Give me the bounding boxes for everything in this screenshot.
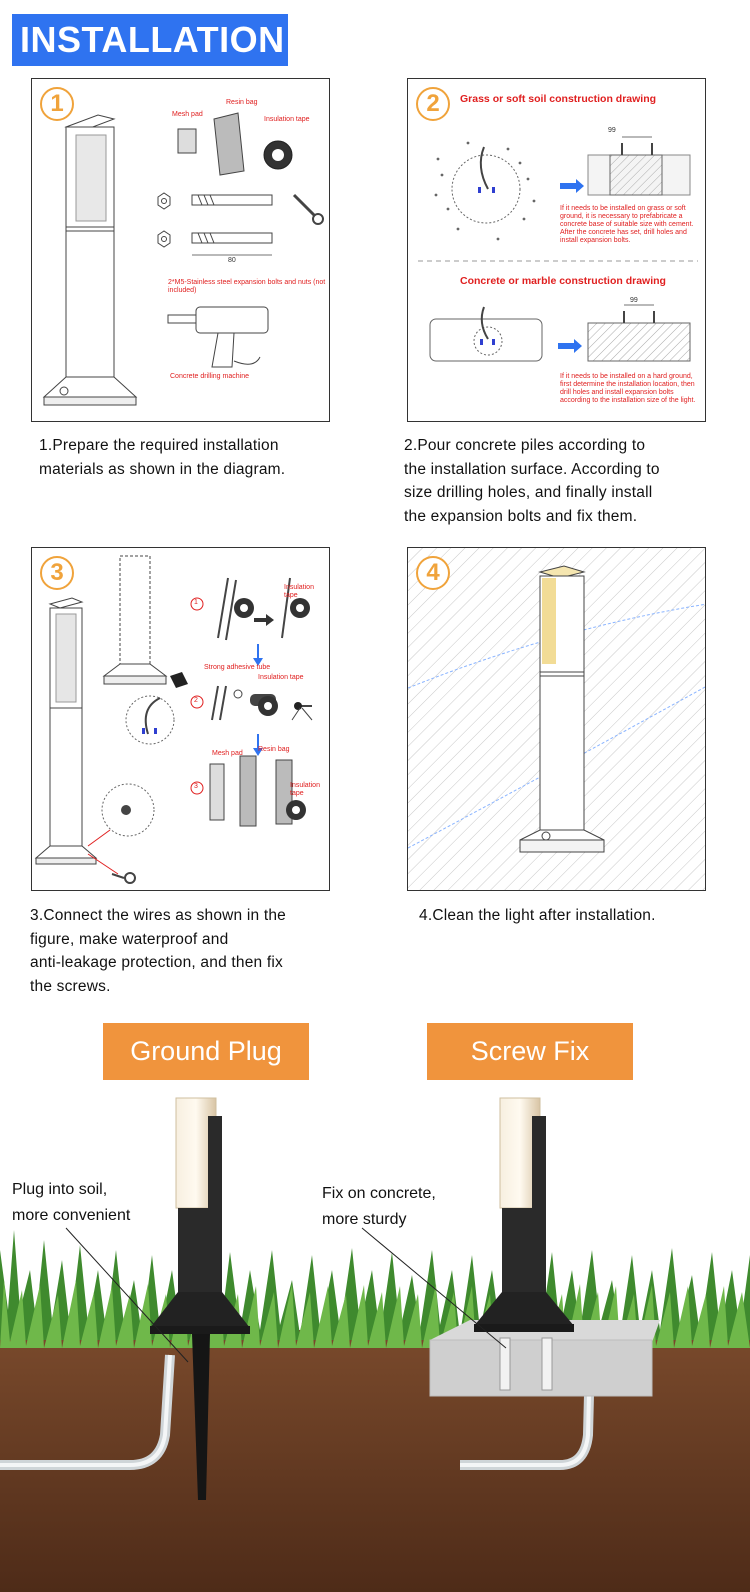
caption-line: figure, make waterproof and	[30, 930, 229, 948]
label-insulation-tape-2: Insulation tape	[258, 674, 304, 681]
label-mesh-pad: Mesh pad	[212, 750, 243, 757]
step-4-caption: 4.Clean the light after installation.	[419, 904, 739, 928]
step-3-illustration	[34, 555, 313, 884]
step-1-illustration	[42, 112, 324, 406]
soft-size-label: 99	[608, 127, 616, 134]
caption-line: the expansion bolts and fix them.	[404, 507, 638, 525]
label-mesh-pad: Mesh pad	[172, 111, 203, 118]
caption-line: 1.Prepare the required installation	[39, 437, 279, 454]
step-2-caption: 2.Pour concrete piles according to the i…	[404, 434, 744, 528]
caption-line: 3.Connect the wires as shown in the	[30, 907, 286, 924]
step-3-number: 3	[40, 556, 74, 590]
step-2-panel: 2 Grass or soft soil construction drawin…	[407, 78, 706, 422]
step-1-caption: 1.Prepare the required installation mate…	[39, 434, 339, 481]
step-1-panel: 1 Mesh pad Resin bag	[31, 78, 330, 422]
ground-plug-label: Ground Plug	[103, 1023, 309, 1080]
label-bolts-note: 2*M5-Stainless steel expansion bolts and…	[168, 279, 326, 294]
label-resin-bag: Resin bag	[258, 746, 290, 753]
sub-step-3: 3	[194, 783, 198, 790]
caption-line: 4.Clean the light after installation.	[419, 907, 656, 924]
sub-step-2: 2	[194, 697, 198, 704]
caption-line: size drilling holes, and finally install	[404, 484, 653, 501]
note-line: more convenient	[12, 1207, 131, 1224]
step-3-panel: 3	[31, 547, 330, 891]
screw-fix-note: Fix on concrete, more sturdy	[322, 1181, 436, 1233]
label-insulation-tape-3: Insulation tape	[290, 782, 320, 797]
caption-line: anti-leakage protection, and then fix	[30, 954, 283, 971]
soft-soil-title: Grass or soft soil construction drawing	[460, 93, 657, 105]
label-drill: Concrete drilling machine	[170, 373, 249, 380]
caption-line: the screws.	[30, 977, 111, 995]
step-3-caption: 3.Connect the wires as shown in the figu…	[30, 904, 350, 998]
label-resin-bag: Resin bag	[226, 99, 258, 106]
screw-fix-label: Screw Fix	[427, 1023, 633, 1080]
note-line: more sturdy	[322, 1211, 407, 1228]
caption-line: the installation surface. According to	[404, 460, 660, 478]
label-insulation-tape: Insulation tape	[264, 116, 310, 123]
label-bolt-size: 80	[228, 257, 236, 264]
page-title: INSTALLATION	[12, 14, 288, 66]
note-line: Fix on concrete,	[322, 1185, 436, 1202]
label-insulation-tape-1: Insulation tape	[284, 584, 314, 599]
ground-plug-note: Plug into soil, more convenient	[12, 1177, 130, 1229]
step-4-illustration	[408, 548, 705, 890]
hard-size-label: 99	[630, 297, 638, 304]
step-4-panel: 4	[407, 547, 706, 891]
caption-line: materials as shown in the diagram.	[39, 460, 286, 478]
label-adhesive-tube: Strong adhesive tube	[204, 664, 271, 671]
step-4-number: 4	[416, 556, 450, 590]
caption-line: 2.Pour concrete piles according to	[404, 437, 646, 454]
step-1-number: 1	[40, 87, 74, 121]
step-2-number: 2	[416, 87, 450, 121]
concrete-note: If it needs to be installed on a hard gr…	[560, 373, 696, 404]
step-2-illustration	[418, 136, 698, 362]
note-line: Plug into soil,	[12, 1181, 108, 1198]
methods-illustration	[0, 1097, 750, 1592]
soft-soil-note: If it needs to be installed on grass or …	[560, 205, 694, 244]
sub-step-1: 1	[194, 599, 198, 606]
concrete-title: Concrete or marble construction drawing	[460, 275, 666, 287]
